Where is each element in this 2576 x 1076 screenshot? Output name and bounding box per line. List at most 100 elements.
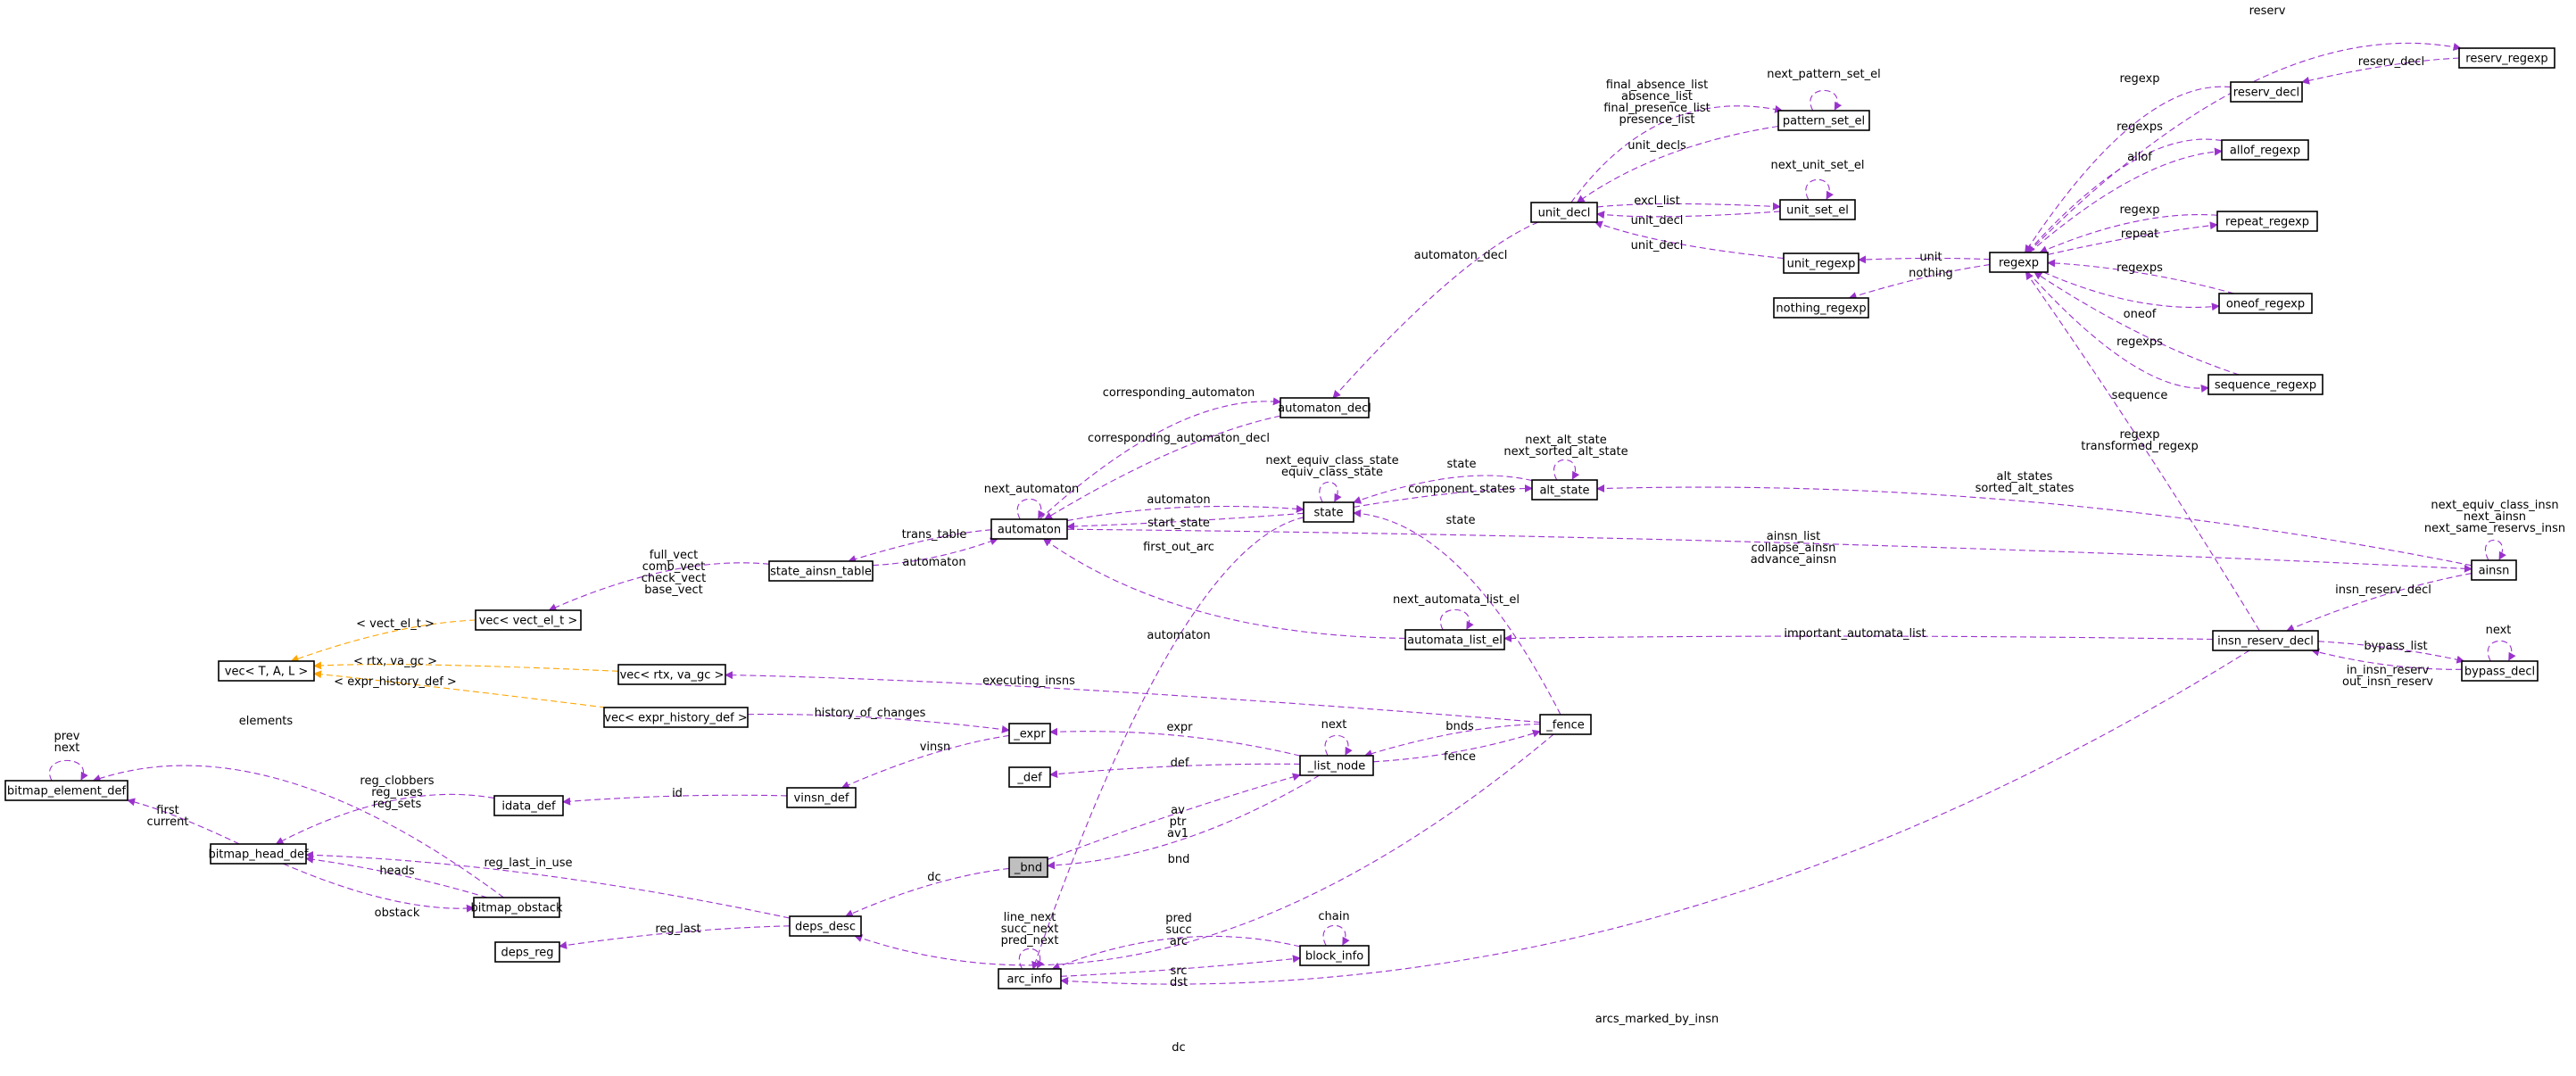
edge-allof_regexp-to-regexp [2026,138,2223,253]
node-nothing-regexp[interactable]: nothing_regexp [1773,297,1869,319]
edge-line [1031,517,1305,970]
node-unit-set-el[interactable]: unit_set_el [1779,199,1856,220]
node-block-info[interactable]: block_info [1299,945,1370,966]
edge-label: arc [1170,935,1188,948]
edge-line [747,714,1010,733]
node-box [2207,374,2323,395]
edge-label: fence [1444,750,1476,764]
node-box [1008,723,1051,744]
edge-line [848,529,992,563]
node-regexp[interactable]: regexp [1989,252,2049,273]
edge-line [1066,528,2472,573]
node-unit-regexp[interactable]: unit_regexp [1783,252,1860,274]
node-box [1008,766,1051,788]
node-idata-def[interactable]: idata_def [493,795,564,816]
edge-line [2484,539,2506,561]
edge-pattern_set_el-to-unit_decl [1576,125,1779,203]
node-automaton-decl[interactable]: automaton_decl [1278,397,1371,418]
edge-line [1353,509,1561,716]
edge-sequence_regexp-to-regexp [2033,271,2240,376]
edge-label: collapse_ainsn [1752,542,1836,555]
node-unit-decl[interactable]: unit_decl [1530,202,1598,223]
node-vec-vect[interactable]: vec< vect_el_t > [475,609,582,631]
node-automaton[interactable]: automaton [990,518,1068,540]
edge-alt_state-to-alt_state-self [1553,459,1580,481]
node-insn-reserv-decl[interactable]: insn_reserv_decl [2212,630,2319,651]
node-list-node[interactable]: _list_node [1299,755,1374,776]
node-box [1280,397,1370,418]
node-state-ainsn-table[interactable]: state_ainsn_table [768,560,874,582]
edge-label: start_state [1147,517,1210,530]
node-label: bitmap_obstack [470,902,563,915]
edge-regexp-to-unit_regexp [1858,255,1991,264]
edge-line [1576,125,1779,203]
edge-line [49,759,88,782]
node-label: vec< rtx, va_gc > [620,669,725,683]
node-def[interactable]: _def [1008,766,1051,788]
edge-label: av [1171,804,1185,817]
node-repeat-regexp[interactable]: repeat_regexp [2216,211,2318,232]
edge-label: corresponding_automaton [1103,386,1255,400]
edge-label: first_out_arc [1143,541,1214,554]
node-expr[interactable]: _expr [1008,723,1051,744]
node-fence[interactable]: _fence [1539,714,1592,735]
edge-ainsn-to-ainsn-self [2484,539,2506,561]
edge-automaton-to-automaton_decl [1039,397,1281,520]
edge-vec_expr-to-expr [747,714,1010,733]
node-box [1539,714,1592,735]
edge-line [1332,221,1539,399]
node-bypass-decl[interactable]: bypass_decl [2461,660,2539,682]
node-pattern-set-el[interactable]: pattern_set_el [1777,110,1870,131]
edge-line [1066,512,1305,531]
edge-line [275,793,495,845]
edge-label: state [1447,458,1477,471]
node-deps-desc[interactable]: deps_desc [789,915,862,937]
edge-line [2025,86,2232,253]
node-box [494,941,560,963]
edge-label: executing_insns [982,675,1075,688]
node-sequence-regexp[interactable]: sequence_regexp [2207,374,2323,395]
node-bitmap-head-def[interactable]: bitmap_head_def [208,843,309,865]
edge-line [2026,138,2223,253]
node-label: vec< T, A, L > [225,666,309,679]
node-ainsn[interactable]: ainsn [2471,559,2517,581]
edge-arc_info-to-block_info [1060,955,1301,977]
node-reserv-decl[interactable]: reserv_decl [2230,81,2303,103]
node-bitmap-element-def[interactable]: bitmap_element_def [4,780,128,801]
node-bnd[interactable]: _bnd [1008,857,1048,878]
edge-line [562,794,788,806]
node-box [4,780,128,801]
edge-insn_reserv_decl-to-regexp [2025,271,2260,632]
node-automata-list-el[interactable]: automata_list_el [1404,629,1505,650]
node-arc-info[interactable]: arc_info [998,968,1062,989]
node-reserv-regexp[interactable]: reserv_regexp [2458,47,2555,69]
node-state[interactable]: state [1303,501,1354,523]
edge-line [1319,481,1342,503]
edge-line [2027,271,2209,393]
node-bitmap-obstack[interactable]: bitmap_obstack [470,897,563,918]
edge-label: chain [1318,910,1349,923]
edge-list_node-to-bnd [1047,774,1320,870]
node-vec-expr[interactable]: vec< expr_history_def > [603,707,749,728]
node-allof-regexp[interactable]: allof_regexp [2221,139,2309,161]
node-deps-reg[interactable]: deps_reg [494,941,560,963]
edge-label: equiv_class_state [1281,466,1383,479]
edge-label: out_insn_reserv [2342,675,2433,689]
edge-label: absence_list [1621,90,1693,103]
edge-label: next_sorted_alt_state [1503,445,1628,459]
edge-line [92,765,504,898]
edge-automaton-to-ainsn [1066,528,2472,573]
edge-line [127,798,240,845]
node-alt-state[interactable]: alt_state [1531,479,1598,501]
node-oneof-regexp[interactable]: oneof_regexp [2218,293,2313,314]
node-vinsn-def[interactable]: vinsn_def [786,787,857,808]
edge-label: check_vect [642,572,707,585]
edge-line [844,867,1010,917]
node-vec-rtx[interactable]: vec< rtx, va_gc > [617,664,726,685]
edge-label: next_same_reservs_insn [2424,522,2565,535]
node-vec-tal[interactable]: vec< T, A, L > [218,660,315,682]
edge-label: regexps [2116,261,2163,275]
edge-line [282,863,475,913]
edge-line [854,733,1554,966]
edge-label: first [156,804,178,817]
